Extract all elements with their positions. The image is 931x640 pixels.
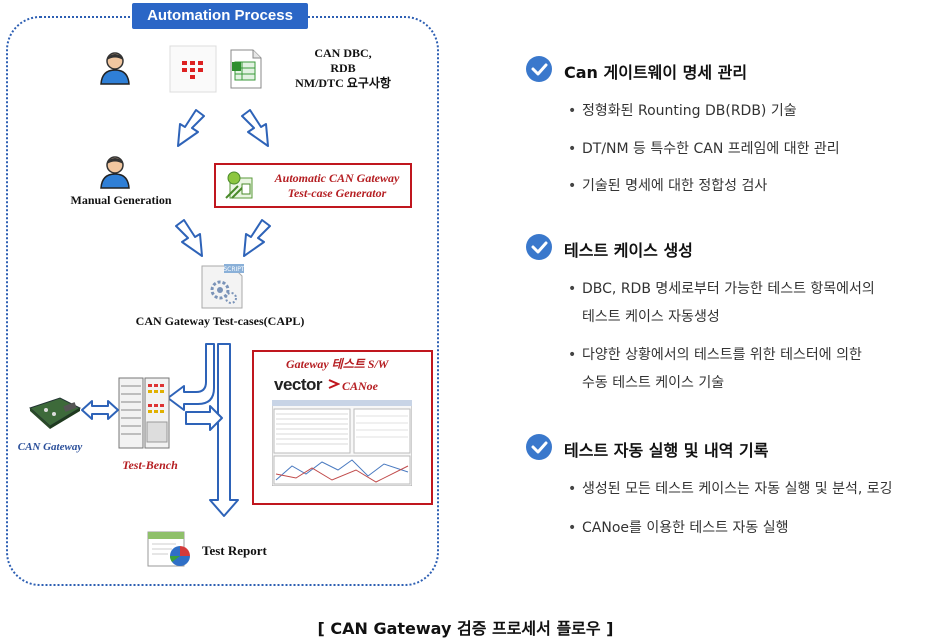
manual-user-icon bbox=[100, 156, 130, 189]
inputs-label: CAN DBC, RDB NM/DTC 요구사항 bbox=[288, 46, 398, 91]
manual-generation-label: Manual Generation bbox=[70, 193, 172, 207]
canoe-box bbox=[252, 350, 433, 505]
user-icon bbox=[100, 52, 130, 85]
inputs-label-line3: NM/DTC 요구사항 bbox=[295, 76, 391, 90]
auto-generator-line1: Automatic CAN Gateway bbox=[274, 171, 400, 185]
inputs-label-line2: RDB bbox=[330, 61, 356, 75]
bullet-item: •DT/NM 등 특수한 CAN 프레임에 대한 관리 bbox=[568, 141, 840, 157]
test-cases-label: CAN Gateway Test-cases(CAPL) bbox=[135, 314, 305, 328]
bullet-text: 다양한 상황에서의 테스트를 위한 테스터에 의한 bbox=[582, 347, 862, 363]
can-gateway-label: CAN Gateway bbox=[17, 441, 83, 453]
flow-arrows bbox=[167, 343, 239, 517]
auto-generator-label: Automatic CAN Gateway Test-case Generato… bbox=[264, 171, 410, 201]
bullet-text: 기술된 명세에 대한 정합성 검사 bbox=[582, 178, 768, 194]
check-icon bbox=[526, 434, 552, 460]
inputs-label-line1: CAN DBC, bbox=[314, 46, 372, 60]
section-title: 테스트 케이스 생성 bbox=[564, 241, 693, 260]
arrow-down-right-2 bbox=[175, 219, 203, 257]
gateway-sw-label: Gateway 테스트 S/W bbox=[286, 357, 389, 371]
canoe-label: CANoe bbox=[342, 379, 378, 393]
test-report-label: Test Report bbox=[202, 543, 267, 558]
section-title: 테스트 자동 실행 및 내역 기록 bbox=[564, 441, 769, 460]
automation-process-title: Automation Process bbox=[132, 3, 308, 29]
test-bench-rack-icon bbox=[118, 377, 170, 449]
script-file-icon: SCRIPT bbox=[201, 264, 245, 309]
bullet-text: 정형화된 Rounting DB(RDB) 기술 bbox=[582, 103, 797, 119]
figure-caption: [ CAN Gateway 검증 프로세서 플로우 ] bbox=[317, 619, 614, 638]
arrow-down-left-2 bbox=[243, 219, 271, 257]
generator-icon bbox=[225, 171, 253, 199]
arrow-down-left-1 bbox=[177, 109, 205, 147]
test-bench-label: Test-Bench bbox=[122, 458, 178, 472]
canoe-screenshot bbox=[272, 400, 412, 486]
script-tag: SCRIPT bbox=[223, 266, 245, 273]
spreadsheet-icon bbox=[230, 49, 262, 89]
arrow-down-right-1 bbox=[241, 109, 269, 147]
section-title: Can 게이트웨이 명세 관리 bbox=[564, 63, 748, 82]
bullet-item: •정형화된 Rounting DB(RDB) 기술 bbox=[568, 103, 797, 119]
vector-chevron-icon bbox=[328, 379, 340, 389]
can-gateway-board-icon bbox=[29, 397, 82, 429]
bidirectional-arrow bbox=[81, 400, 119, 420]
vector-logo: vector bbox=[274, 375, 323, 394]
bullet-text-cont: 테스트 케이스 자동생성 bbox=[582, 309, 720, 325]
bullet-item: •CANoe를 이용한 테스트 자동 실행 bbox=[568, 520, 789, 536]
bullet-text: DT/NM 등 특수한 CAN 프레임에 대한 관리 bbox=[582, 141, 840, 157]
dbc-file-icon bbox=[169, 45, 217, 93]
bullet-item: •기술된 명세에 대한 정합성 검사 bbox=[568, 178, 768, 194]
check-icon bbox=[526, 56, 552, 82]
bullet-text: DBC, RDB 명세로부터 가능한 테스트 항목에서의 bbox=[582, 281, 875, 297]
bullet-text-cont: 수동 테스트 케이스 기술 bbox=[582, 375, 725, 391]
bullet-item: •생성된 모든 테스트 케이스는 자동 실행 및 분석, 로깅 bbox=[568, 481, 893, 497]
bullet-text: 생성된 모든 테스트 케이스는 자동 실행 및 분석, 로깅 bbox=[582, 481, 893, 497]
bullet-text: CANoe를 이용한 테스트 자동 실행 bbox=[582, 520, 789, 536]
test-report-icon bbox=[147, 531, 190, 567]
check-icon bbox=[526, 234, 552, 260]
auto-generator-line2: Test-case Generator bbox=[287, 186, 387, 200]
